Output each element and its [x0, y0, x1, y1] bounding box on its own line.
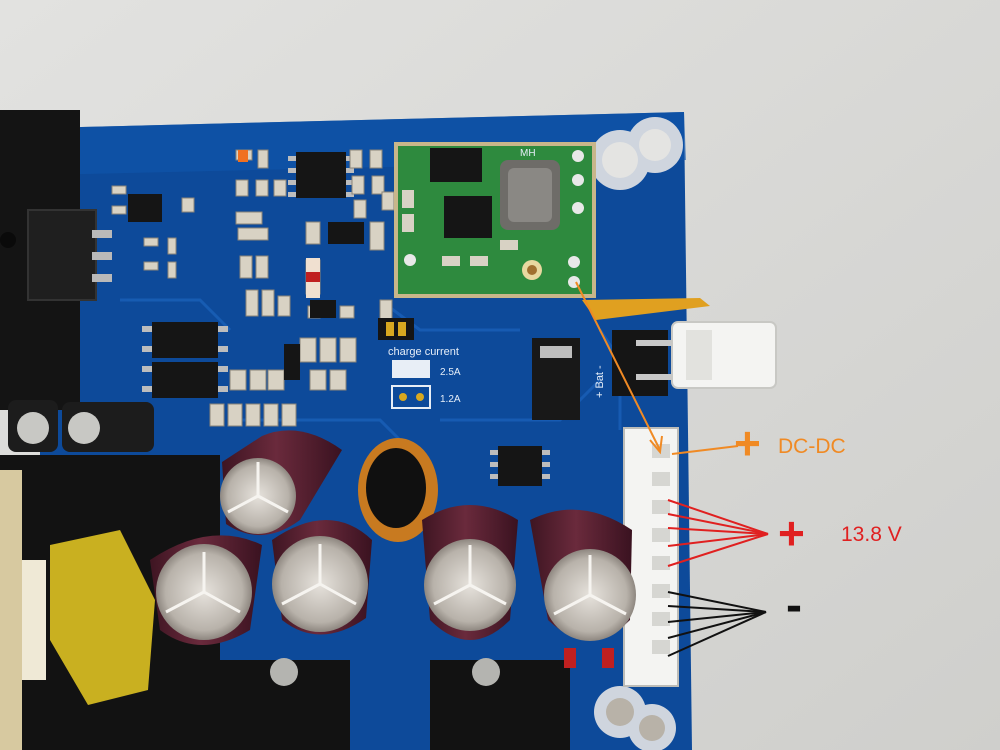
- voltage-label: 13.8 V: [841, 523, 902, 546]
- battery-label: + Bat -: [594, 365, 606, 398]
- positive-lines: [667, 499, 769, 567]
- dcdc-arrow: [575, 281, 739, 455]
- dcdc-label: DC-DC: [778, 435, 846, 458]
- positive-plus-icon: +: [778, 507, 805, 559]
- ic-u1: [128, 194, 162, 222]
- mounting-hole-bottom: [594, 686, 676, 750]
- battery-connector: [612, 321, 777, 396]
- ic-top-center: [288, 152, 354, 198]
- small-capacitors-left: [8, 400, 154, 452]
- charge-current-jumper: [378, 318, 431, 409]
- negative-lines: [667, 591, 767, 657]
- output-connector: [623, 427, 679, 687]
- diode-smd: [532, 338, 580, 420]
- charge-current-label: charge current: [388, 346, 459, 358]
- transformer-tape: [50, 530, 155, 705]
- led: [238, 150, 248, 162]
- electrolytic-capacitors: [150, 430, 636, 645]
- bottom-heatsink-right: [430, 660, 570, 750]
- small-ic-u2: [284, 344, 300, 380]
- option-high-label: 2.5A: [440, 367, 461, 378]
- negative-minus-icon: -: [786, 579, 802, 632]
- dcdc-plus-icon: +: [734, 417, 761, 469]
- mounting-hole-top: [590, 117, 683, 190]
- smd-components: [111, 149, 395, 427]
- inductor: [358, 438, 438, 542]
- orange-wire: [582, 298, 710, 320]
- small-ic-a1: [310, 300, 336, 318]
- module-mark: MH: [520, 148, 536, 159]
- option-low-label: 1.2A: [440, 394, 461, 405]
- transistor-q1: [27, 209, 97, 301]
- ic-right-middle: [490, 446, 550, 486]
- dcdc-module: [394, 142, 596, 298]
- optocouplers: [142, 322, 228, 398]
- small-ic-vr1: [328, 222, 364, 244]
